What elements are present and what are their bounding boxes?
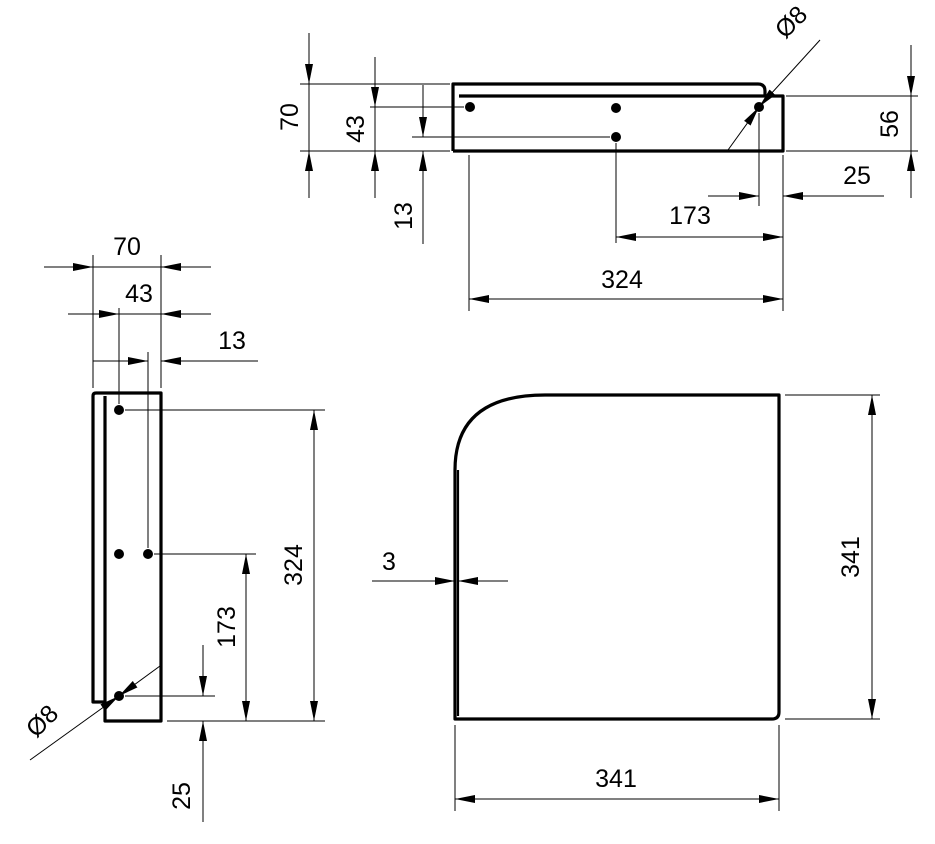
dimension-43-side-label: 43 <box>125 280 153 308</box>
hole-diameter-side-label: Ø8 <box>21 700 64 743</box>
dimension-341-width: 341 <box>455 765 779 803</box>
top-view-hole-middle-upper <box>611 103 621 113</box>
dimension-70-side-label: 70 <box>113 233 141 261</box>
dimension-341-height-label: 341 <box>837 536 865 578</box>
dimension-43-top: 43 <box>342 57 379 198</box>
plate-outline <box>453 393 781 721</box>
dimension-56-label: 56 <box>876 110 904 138</box>
dimension-341-height: 341 <box>837 395 876 719</box>
dimension-25-top: 25 <box>708 162 884 200</box>
top-view-hole-left <box>465 102 475 112</box>
side-view-part-outline <box>91 391 163 723</box>
hole-diameter-callout-side: Ø8 <box>21 665 161 761</box>
side-view-extension-lines <box>92 255 325 722</box>
dimension-13-side-label: 13 <box>218 327 246 355</box>
dimension-13-top: 13 <box>390 85 427 244</box>
dimension-13-top-label: 13 <box>390 202 418 230</box>
dimension-324-side-label: 324 <box>280 544 308 586</box>
side-view-hole-top <box>114 405 124 415</box>
top-view: 70 43 13 56 25 <box>276 1 918 311</box>
dimension-3-thickness-label: 3 <box>382 548 396 576</box>
dimension-70-side: 70 <box>44 233 211 271</box>
dimension-173-side: 173 <box>213 554 250 721</box>
dimension-173-top: 173 <box>616 202 783 241</box>
plate-view-extension-lines <box>454 394 880 811</box>
dimension-25-side-label: 25 <box>168 782 196 810</box>
hole-diameter-top-label: Ø8 <box>770 1 813 44</box>
dimension-70-top-label: 70 <box>276 103 304 131</box>
dimension-173-side-label: 173 <box>213 606 241 648</box>
hole-diameter-callout-top: Ø8 <box>727 1 821 151</box>
side-view: 70 43 13 324 173 2 <box>21 233 325 822</box>
dimension-70-top: 70 <box>276 33 313 198</box>
dimension-3-thickness: 3 <box>372 548 508 585</box>
dimension-324-top: 324 <box>469 266 783 303</box>
dimension-324-side: 324 <box>280 410 318 721</box>
dimension-173-top-label: 173 <box>669 202 711 230</box>
dimension-43-side: 43 <box>68 280 211 318</box>
dimension-324-top-label: 324 <box>601 266 643 294</box>
side-view-hole-middle-right <box>143 549 153 559</box>
dimension-13-side: 13 <box>93 327 258 365</box>
dimension-341-width-label: 341 <box>595 765 637 793</box>
plate-view: 341 341 3 <box>372 393 880 811</box>
dimension-43-top-label: 43 <box>342 115 370 143</box>
top-view-hole-middle-lower <box>611 132 621 142</box>
side-view-hole-middle-left <box>114 549 124 559</box>
dimension-56: 56 <box>876 45 915 198</box>
dimension-25-top-label: 25 <box>843 162 871 190</box>
dimension-25-side: 25 <box>168 645 207 822</box>
